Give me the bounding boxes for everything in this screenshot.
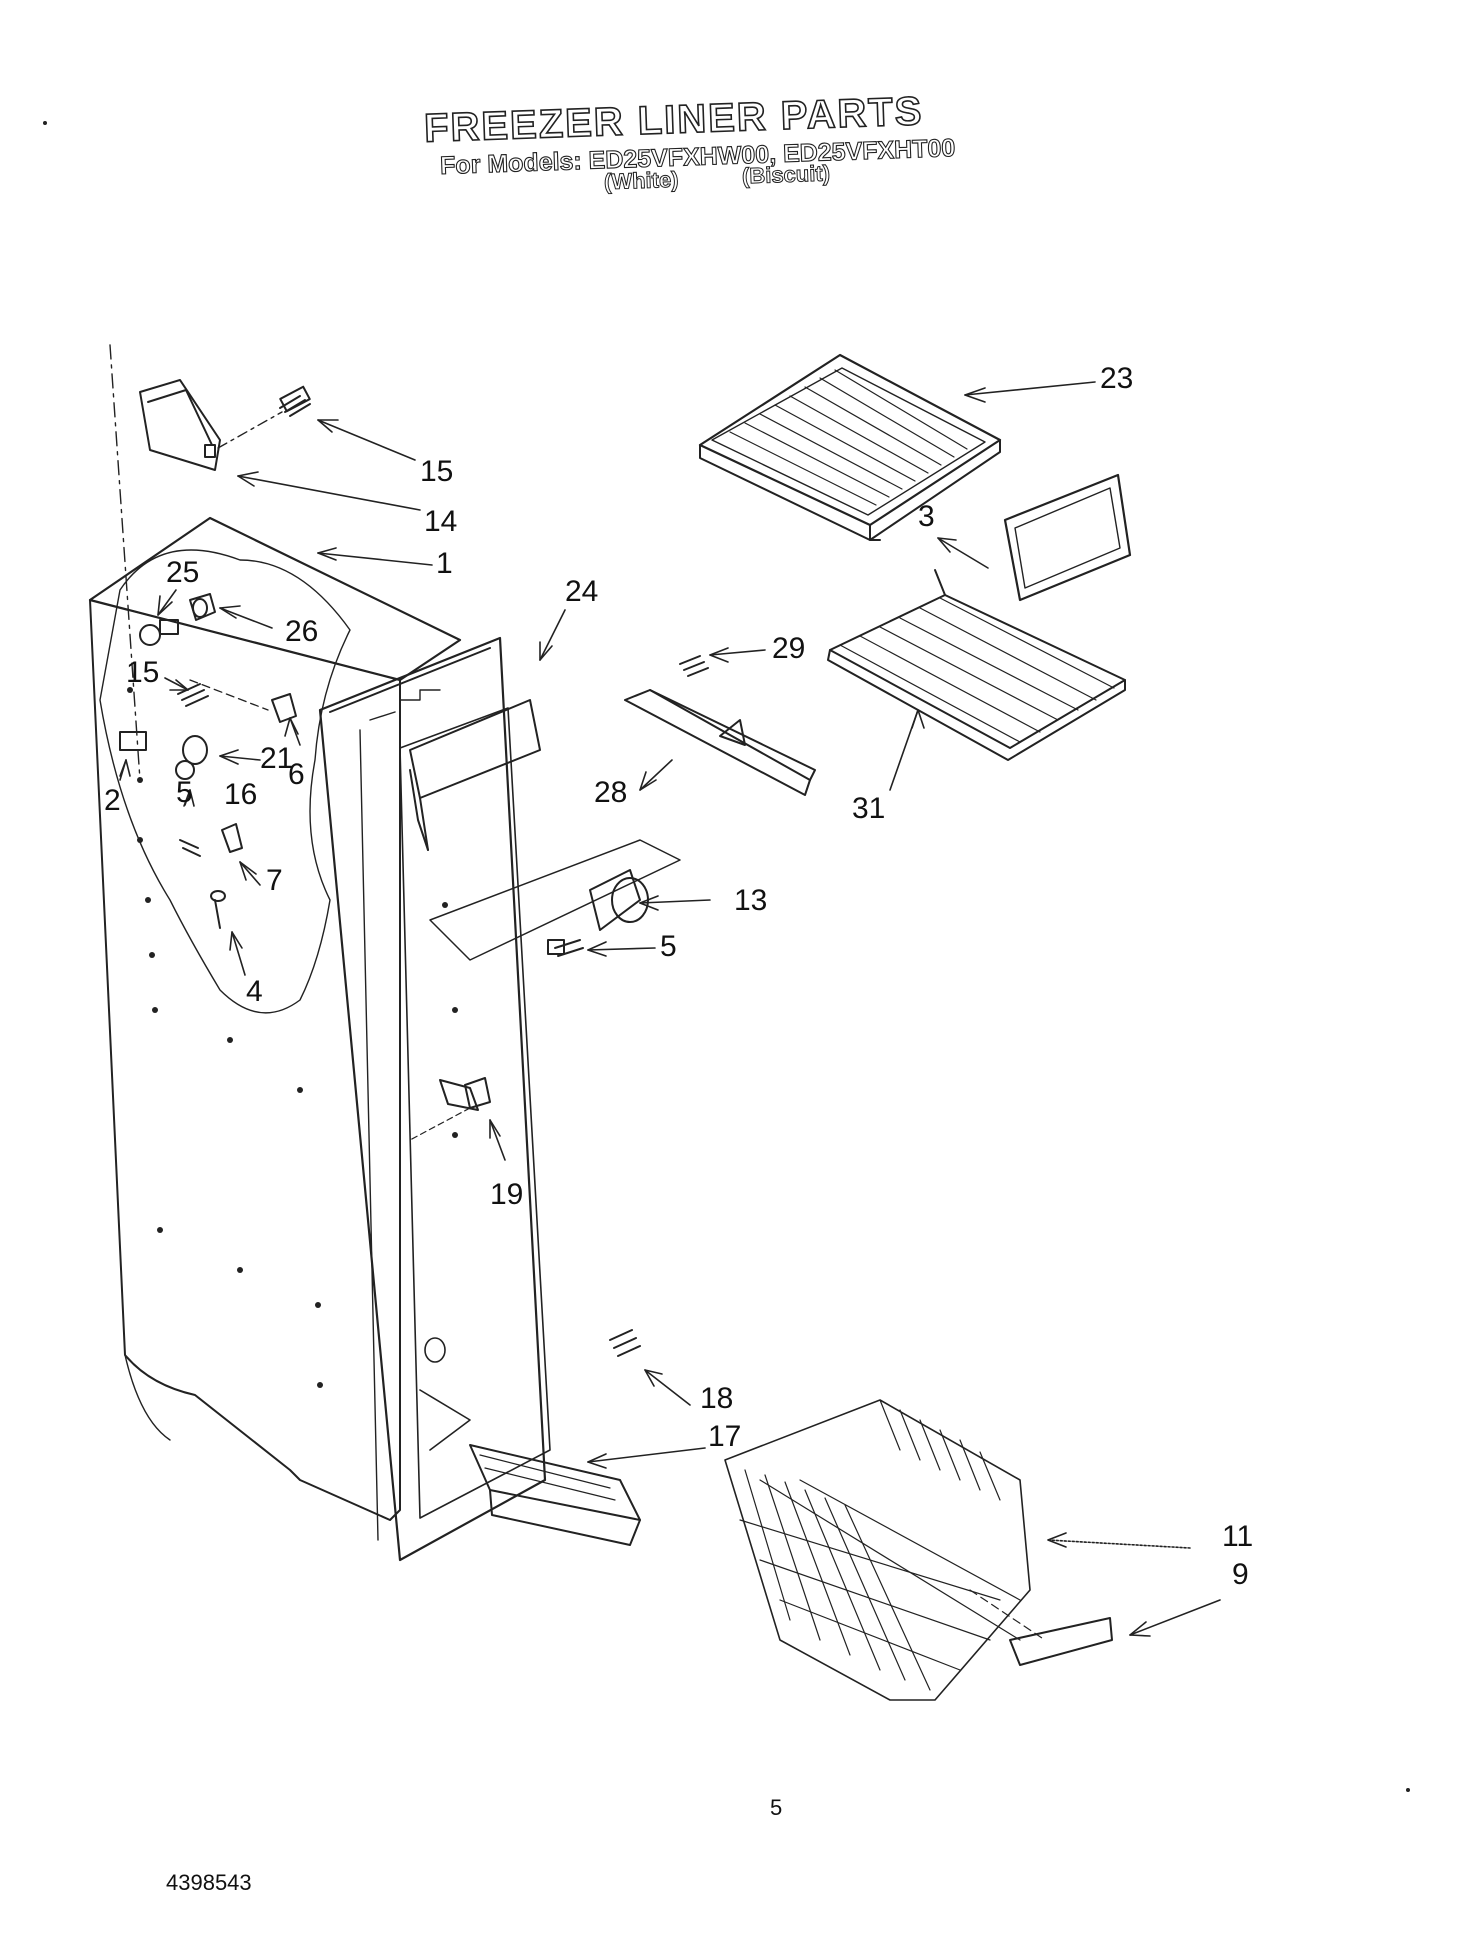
callout-1: 1 [436,547,453,580]
callout-13: 13 [734,884,768,917]
callout-25: 25 [166,556,200,589]
callout-5-left: 5 [176,776,193,809]
callout-21: 21 [260,742,294,775]
wire-basket-part [724,1399,1046,1701]
bracket-part [139,379,221,471]
callout-15-lower: 15 [126,656,160,689]
clip-part [409,1077,491,1141]
control-housing-part [429,839,681,1111]
callout-23: 23 [1100,362,1134,395]
callout-31: 31 [852,792,886,825]
air-duct-part [409,699,541,851]
shelf-frame-part [1003,473,1132,602]
shelf-rail-part [624,655,816,796]
freezer-liner [88,344,551,1562]
screw-part [279,385,311,417]
callout-15-upper: 15 [420,455,454,488]
callout-16: 16 [224,778,258,811]
page-number: 5 [770,1795,783,1820]
callout-2: 2 [104,784,121,817]
callout-7: 7 [266,864,283,897]
callout-4: 4 [246,975,263,1008]
callout-11: 11 [1222,1520,1254,1553]
callout-14: 14 [424,505,458,538]
basket-trim-part [1009,1617,1113,1666]
document-number: 4398543 [166,1870,252,1895]
trim-part [469,1329,641,1546]
callout-3: 3 [918,500,935,533]
callout-17: 17 [708,1420,742,1453]
light-socket-part [139,593,216,646]
callout-24: 24 [565,575,599,608]
top-shelf-part [698,353,1002,541]
wire-shelf-part [827,569,1126,761]
leader-lines [119,381,1221,1637]
callout-5-right: 5 [660,930,677,963]
small-hardware [119,679,297,929]
callout-29: 29 [772,632,806,665]
callout-28: 28 [594,776,628,809]
callout-19: 19 [490,1178,524,1211]
callout-18: 18 [700,1382,734,1415]
callout-6: 6 [288,758,305,791]
callout-9: 9 [1232,1558,1249,1591]
callout-26: 26 [285,615,319,648]
